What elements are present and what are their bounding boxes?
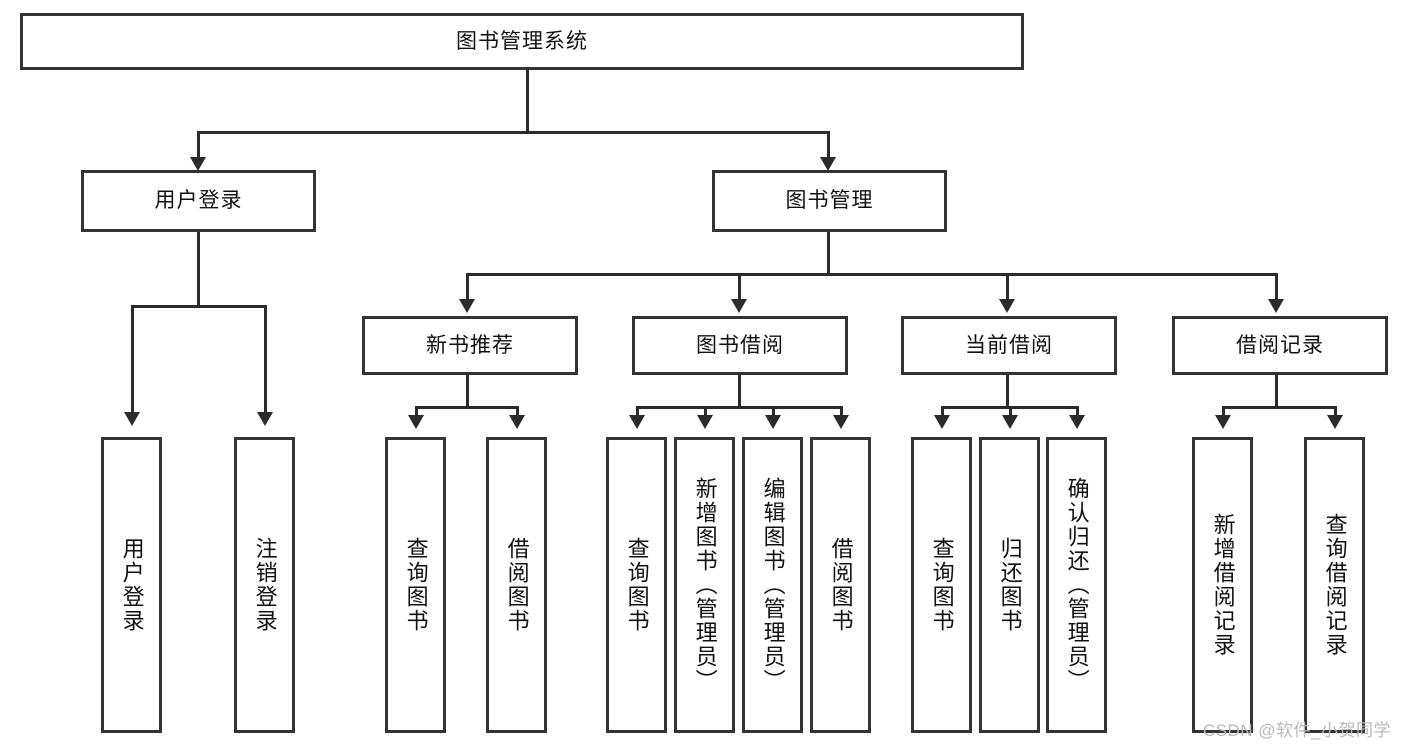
node-book-management[interactable]: 图书管理 [712, 170, 947, 232]
arrow-book-manage-to-l3-1 [459, 299, 475, 313]
connector-recommend-leaf-2 [516, 406, 519, 418]
node-label: 借阅记录 [1236, 333, 1324, 357]
arrow-borrow-leaf-2 [697, 415, 713, 429]
watermark-text: CSDN @软件_小贺同学 [1202, 721, 1391, 740]
arrow-borrow-leaf-1 [629, 415, 645, 429]
node-label: 图书管理 [785, 189, 874, 213]
arrow-borrow-leaf-3 [765, 415, 781, 429]
connector-borrow-leaf-1 [636, 406, 639, 418]
node-label: 查询图书 [403, 537, 429, 633]
connector-current-leaf-2 [1009, 406, 1012, 418]
node-leaf-add-borrow-record[interactable]: 新增借阅记录 [1192, 437, 1253, 733]
connector-recommend-trunk [466, 375, 469, 409]
arrow-record-leaf-1 [1215, 415, 1231, 429]
arrow-recommend-leaf-2 [509, 415, 525, 429]
node-label: 查询图书 [929, 537, 955, 633]
node-leaf-query-borrow-record[interactable]: 查询借阅记录 [1304, 437, 1365, 733]
arrow-current-leaf-1 [934, 415, 950, 429]
connector-book-manage-to-l3-3 [1006, 273, 1009, 301]
arrow-current-leaf-2 [1002, 415, 1018, 429]
node-label: 图书管理系统 [456, 29, 588, 53]
arrow-root-to-book-manage [820, 157, 836, 171]
arrow-user-login-leaf-1 [124, 412, 140, 426]
node-new-book-recommend[interactable]: 新书推荐 [362, 316, 578, 375]
node-label: 归还图书 [997, 537, 1023, 633]
arrow-recommend-leaf-1 [408, 415, 424, 429]
arrow-book-manage-to-l3-4 [1268, 299, 1284, 313]
connector-root-trunk [526, 70, 529, 133]
connector-book-manage-to-l3-2 [738, 273, 741, 301]
node-leaf-query-book-recommend[interactable]: 查询图书 [385, 437, 446, 733]
node-borrow-record[interactable]: 借阅记录 [1172, 316, 1388, 375]
node-label: 用户登录 [119, 537, 145, 633]
connector-user-login-leaf-1 [131, 305, 134, 415]
node-leaf-user-login[interactable]: 用户登录 [101, 437, 162, 733]
connector-record-bus [1222, 406, 1337, 409]
connector-borrow-leaf-3 [772, 406, 775, 418]
connector-recommend-leaf-1 [415, 406, 418, 418]
node-label: 确认归还（管理员） [1064, 477, 1090, 693]
node-book-borrow[interactable]: 图书借阅 [632, 316, 848, 375]
arrow-root-to-user-login [190, 157, 206, 171]
connector-borrow-leaf-2 [704, 406, 707, 418]
connector-borrow-bus [636, 406, 843, 409]
connector-root-to-user-login [197, 131, 200, 163]
node-label: 图书借阅 [696, 333, 784, 357]
node-label: 注销登录 [252, 537, 278, 633]
connector-user-login-leaf-2 [264, 305, 267, 415]
node-leaf-borrow-book-recommend[interactable]: 借阅图书 [486, 437, 547, 733]
arrow-borrow-leaf-4 [833, 415, 849, 429]
node-leaf-query-book-current[interactable]: 查询图书 [911, 437, 972, 733]
node-user-login[interactable]: 用户登录 [81, 170, 316, 232]
node-current-borrow[interactable]: 当前借阅 [901, 316, 1117, 375]
connector-book-manage-to-l3-4 [1275, 273, 1278, 301]
node-leaf-logout[interactable]: 注销登录 [234, 437, 295, 733]
arrow-book-manage-to-l3-2 [731, 299, 747, 313]
node-leaf-query-book-borrow[interactable]: 查询图书 [606, 437, 667, 733]
arrow-user-login-leaf-2 [257, 412, 273, 426]
node-label: 借阅图书 [504, 537, 530, 633]
arrow-book-manage-to-l3-3 [999, 299, 1015, 313]
node-label: 查询图书 [624, 537, 650, 633]
connector-user-login-bus [131, 305, 267, 308]
arrow-record-leaf-2 [1327, 415, 1343, 429]
connector-root-bus [197, 131, 830, 134]
node-label: 编辑图书（管理员） [760, 477, 786, 693]
node-label: 新增借阅记录 [1210, 513, 1236, 657]
node-leaf-add-book-admin[interactable]: 新增图书（管理员） [674, 437, 735, 733]
connector-record-leaf-1 [1222, 406, 1225, 418]
connector-root-to-book-manage [827, 131, 830, 163]
node-label: 借阅图书 [828, 537, 854, 633]
node-label: 新增图书（管理员） [692, 477, 718, 693]
connector-current-trunk [1006, 375, 1009, 409]
node-leaf-borrow-book[interactable]: 借阅图书 [810, 437, 871, 733]
connector-book-manage-to-l3-1 [466, 273, 469, 301]
connector-record-trunk [1275, 375, 1278, 409]
node-label: 当前借阅 [965, 333, 1053, 357]
connector-book-manage-trunk [827, 232, 830, 276]
connector-borrow-leaf-4 [840, 406, 843, 418]
connector-current-leaf-3 [1076, 406, 1079, 418]
node-label: 新书推荐 [426, 333, 514, 357]
node-root-book-management-system[interactable]: 图书管理系统 [20, 13, 1024, 70]
node-leaf-return-book[interactable]: 归还图书 [979, 437, 1040, 733]
arrow-current-leaf-3 [1069, 415, 1085, 429]
connector-user-login-trunk [197, 232, 200, 308]
node-label: 用户登录 [154, 189, 243, 213]
connector-borrow-trunk [738, 375, 741, 409]
node-label: 查询借阅记录 [1322, 513, 1348, 657]
node-leaf-edit-book-admin[interactable]: 编辑图书（管理员） [742, 437, 803, 733]
node-leaf-confirm-return-admin[interactable]: 确认归还（管理员） [1046, 437, 1107, 733]
connector-book-manage-bus [466, 273, 1278, 276]
connector-current-leaf-1 [941, 406, 944, 418]
connector-recommend-bus [415, 406, 519, 409]
connector-record-leaf-2 [1334, 406, 1337, 418]
